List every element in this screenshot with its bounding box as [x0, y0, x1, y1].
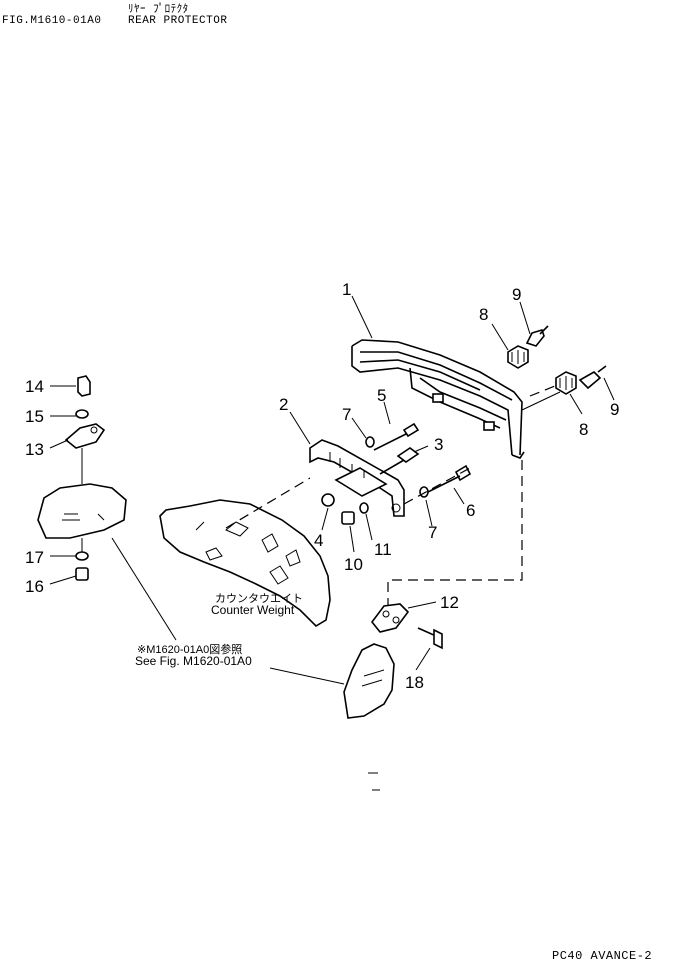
bracket-12 — [370, 603, 410, 633]
leader-line-8 — [491, 323, 509, 351]
counter-weight-label-en: Counter Weight — [211, 603, 295, 617]
leader-line-1 — [351, 295, 373, 339]
see-fig-reference-jp: ※M1620-01A0図参照 — [137, 644, 243, 656]
leader-line-7 — [351, 417, 367, 439]
leader-line-8b — [569, 393, 583, 415]
part-label-11: 11 — [374, 540, 392, 559]
assembly-line — [225, 477, 311, 529]
part-label-3: 3 — [434, 435, 444, 454]
assembly-line — [403, 467, 471, 505]
leader-line-9 — [519, 301, 531, 335]
leader-line-13 — [49, 439, 69, 449]
leader-line-3 — [413, 445, 429, 453]
part-label-15: 15 — [25, 407, 44, 426]
part-label-13: 13 — [25, 440, 44, 459]
washer-15 — [75, 409, 89, 419]
washer-11 — [359, 502, 369, 514]
clamp-right — [555, 371, 577, 395]
part-label-1: 1 — [342, 280, 352, 299]
bracket-13 — [64, 423, 106, 449]
nut-10 — [341, 511, 355, 525]
part-label-10: 10 — [344, 555, 363, 574]
part-label-6: 6 — [466, 501, 476, 520]
leader-line-9b — [603, 377, 615, 401]
leader-line-6 — [453, 487, 465, 505]
nut-4 — [321, 493, 335, 507]
see-fig-reference-en: See Fig. M1620-01A0 — [135, 654, 252, 668]
bolt-right — [578, 365, 607, 390]
part-label-7-upper: 7 — [342, 405, 352, 424]
part-label-16: 16 — [25, 577, 44, 596]
leader-line-4 — [321, 507, 329, 531]
part-label-7-lower: 7 — [428, 523, 438, 542]
part-label-8-right: 8 — [579, 420, 589, 439]
counter-weight — [159, 499, 331, 628]
stray-mark — [368, 772, 380, 791]
bolt-5 — [373, 422, 420, 451]
bolt-14 — [77, 375, 91, 397]
part-label-17: 17 — [25, 548, 44, 567]
washer-17 — [75, 551, 89, 561]
title-english: REAR PROTECTOR — [128, 15, 228, 27]
pin-18 — [417, 627, 443, 650]
bolt-upper — [525, 325, 549, 347]
leader-line-10 — [349, 525, 355, 553]
bolt-3 — [379, 447, 420, 475]
part-label-5: 5 — [377, 386, 387, 405]
leader-line-7b — [425, 499, 433, 527]
leader-line-16 — [49, 575, 77, 585]
figure-number: FIG.M1610-01A0 — [2, 15, 102, 27]
leader-line — [111, 537, 177, 641]
rear-protector-rail — [351, 339, 525, 459]
clamp-upper — [507, 345, 529, 369]
leader-line-5 — [383, 401, 391, 425]
washer-7-upper — [365, 436, 375, 448]
side-cover — [37, 483, 127, 539]
part-label-18: 18 — [405, 673, 424, 692]
part-label-14: 14 — [25, 377, 44, 396]
leader-line-11 — [365, 513, 373, 541]
part-label-9-right: 9 — [610, 400, 620, 419]
leader-line-2 — [289, 411, 311, 445]
assembly-line — [529, 383, 561, 397]
part-label-8-upper: 8 — [479, 305, 489, 324]
side-cover-assembly — [37, 375, 127, 581]
leader-line-18 — [415, 647, 431, 671]
lower-cover — [343, 643, 395, 719]
mounting-bracket — [309, 439, 405, 517]
counter-weight-label-jp: カウンタウエイト — [215, 593, 303, 605]
nut-16 — [75, 567, 89, 581]
part-label-4: 4 — [314, 531, 324, 550]
title-japanese: ﾘﾔｰ ﾌﾟﾛﾃｸﾀ — [128, 4, 189, 16]
leader-line — [269, 667, 345, 685]
part-label-9-upper: 9 — [512, 285, 522, 304]
part-label-12: 12 — [440, 593, 459, 612]
model-footer: PC40 AVANCE-2 — [552, 949, 653, 963]
leader-line-12 — [407, 601, 437, 609]
assembly-line — [387, 460, 523, 606]
part-label-2: 2 — [279, 395, 289, 414]
